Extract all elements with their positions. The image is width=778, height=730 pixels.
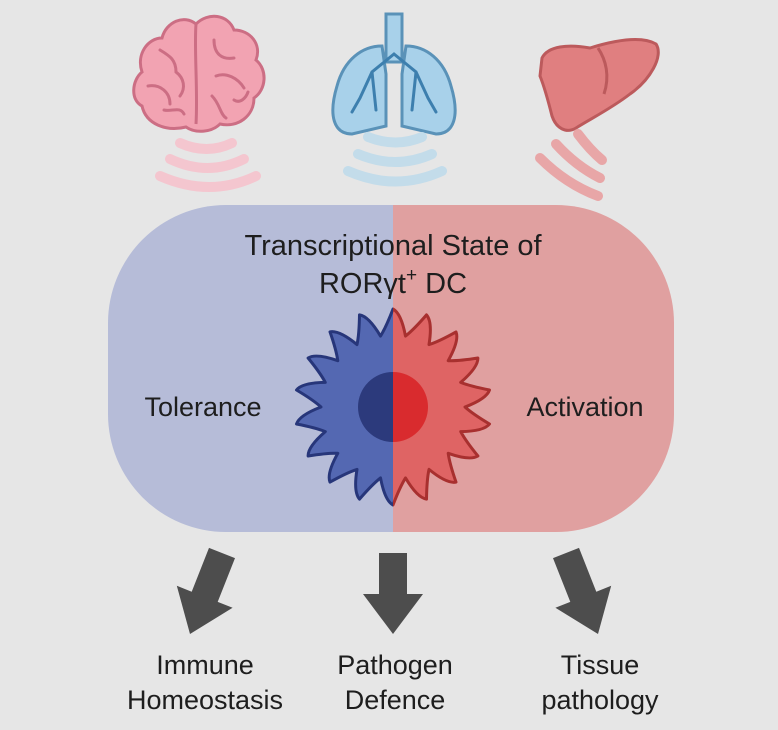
liver-signal-waves: [535, 129, 607, 201]
arrow-homeostasis: [176, 547, 235, 634]
activation-label: Activation: [526, 392, 644, 422]
arrow-pathology: [553, 547, 612, 634]
dendritic-cell: [295, 307, 491, 507]
state-title: Transcriptional State of RORγt+ DC: [244, 230, 542, 300]
lung-icon: [331, 12, 457, 136]
liver-icon: [538, 38, 660, 132]
arrow-defence: [363, 553, 423, 634]
nucleus-right: [393, 372, 428, 442]
outcome-arrows: [176, 547, 612, 634]
brain-signal-waves: [155, 138, 261, 192]
tolerance-label: Tolerance: [144, 392, 262, 422]
lung-signal-waves: [343, 132, 447, 187]
brain-icon: [132, 14, 266, 133]
nucleus-left: [358, 372, 393, 442]
